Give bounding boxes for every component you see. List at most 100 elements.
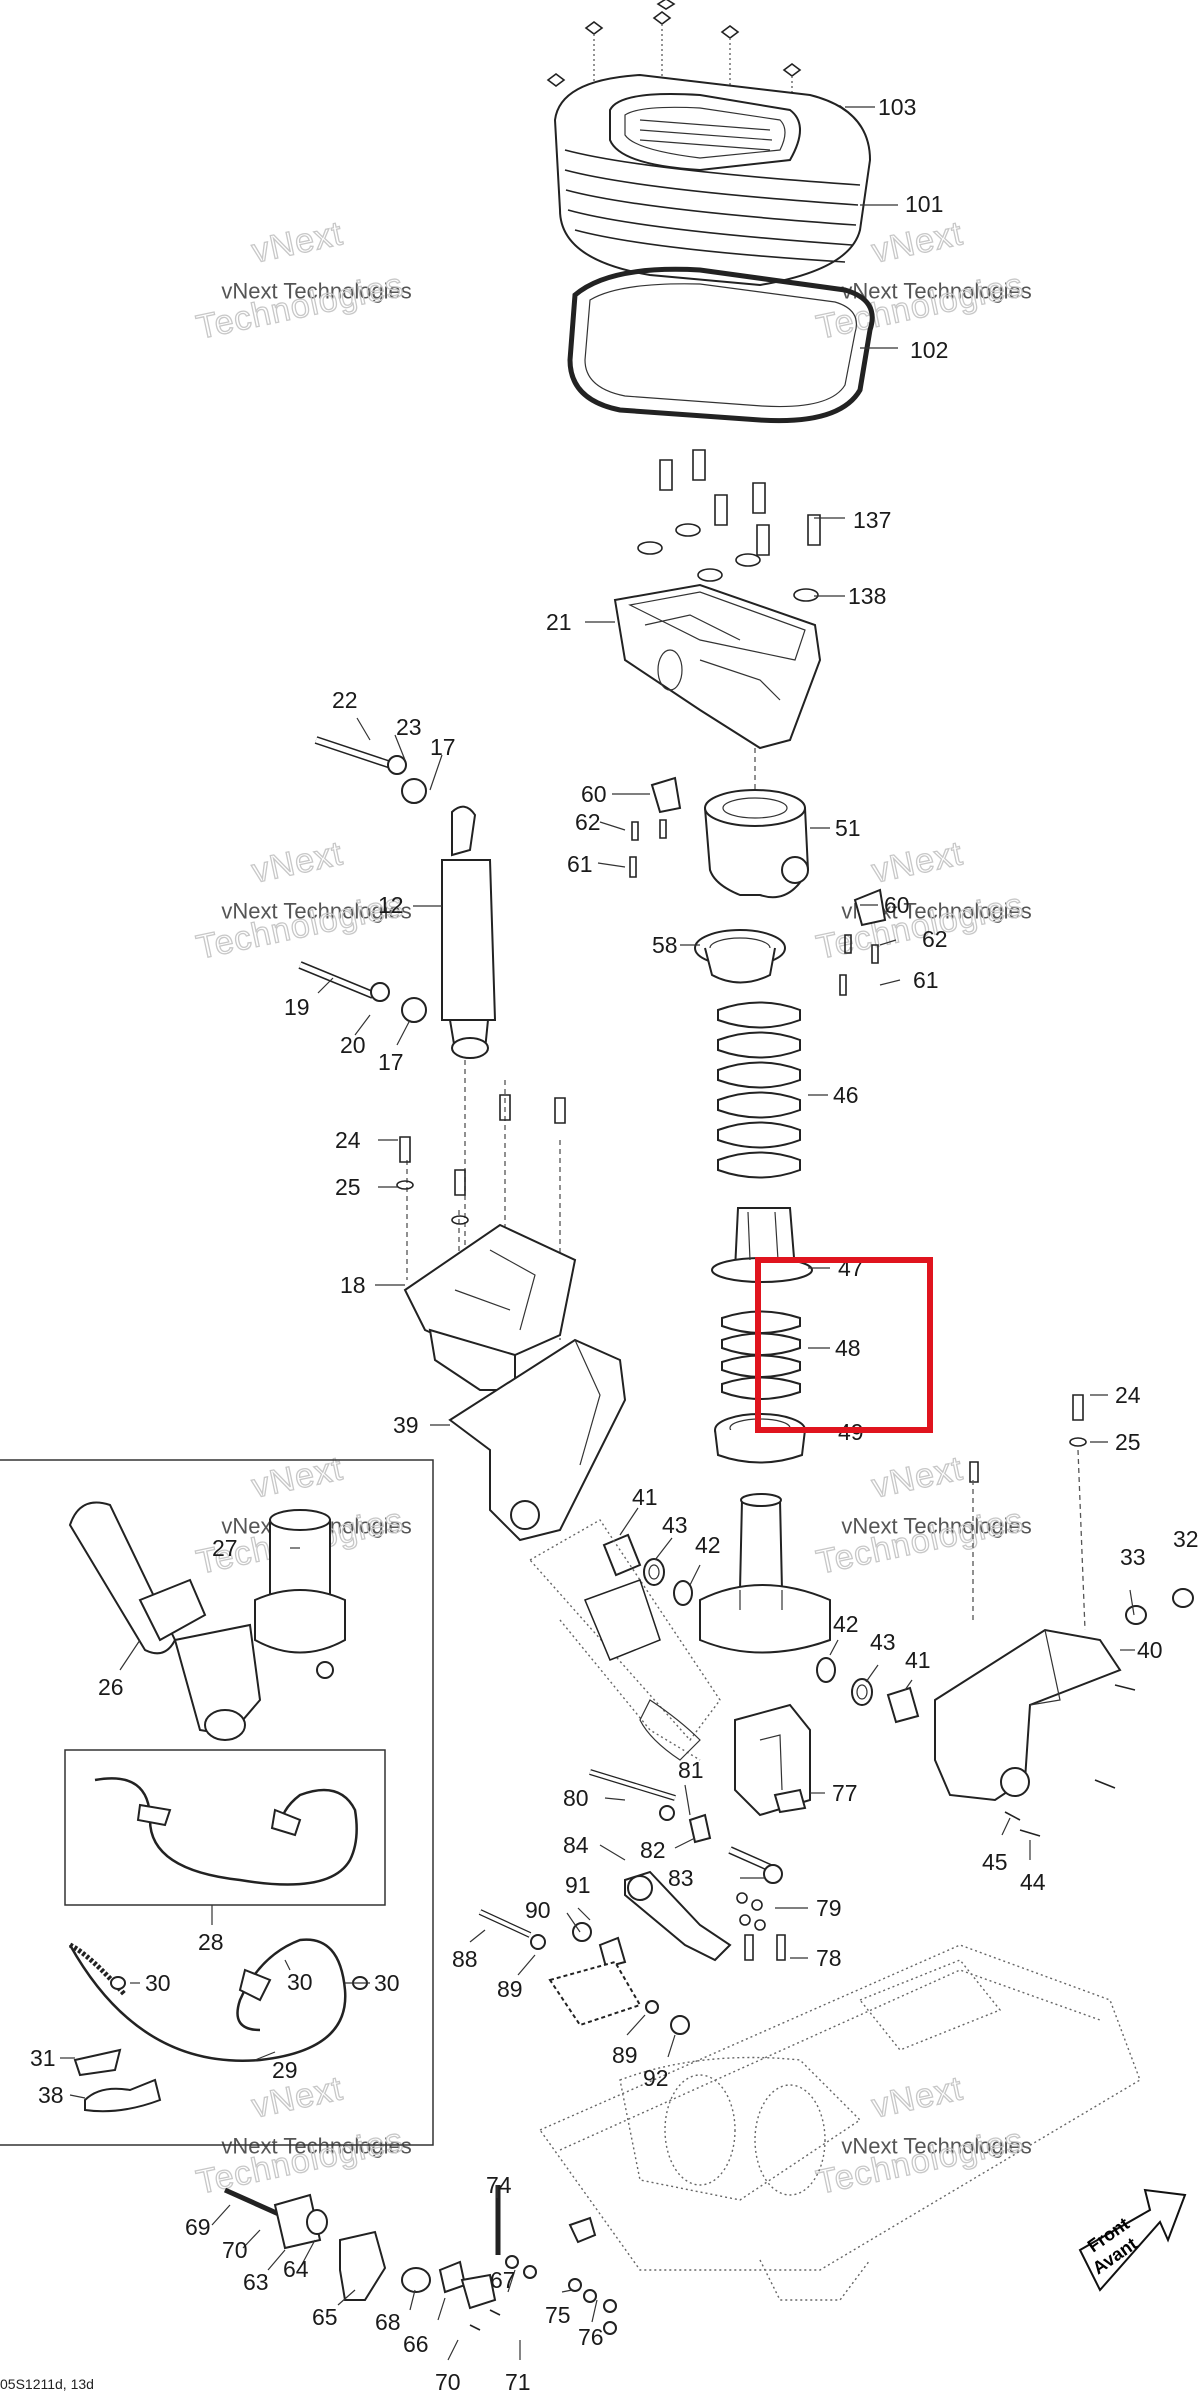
svg-text:vNext: vNext	[248, 214, 346, 270]
cable-28	[94, 1777, 358, 1886]
callout-29: 29	[272, 2057, 298, 2083]
callout-103: 103	[878, 94, 916, 120]
svg-text:vNext Technologies: vNext Technologies	[841, 279, 1031, 304]
callout-18: 18	[340, 1272, 366, 1298]
callout-25-b: 25	[1115, 1429, 1141, 1455]
callout-82: 82	[640, 1837, 666, 1863]
figure-code: 05S1211d, 13d	[0, 2376, 94, 2392]
callout-33: 33	[1120, 1544, 1146, 1570]
callout-40: 40	[1137, 1637, 1163, 1663]
callout-69: 69	[185, 2214, 211, 2240]
arm-assembly	[528, 1519, 721, 1761]
callout-38: 38	[38, 2082, 64, 2108]
mount-21	[613, 583, 822, 750]
callout-61: 61	[567, 851, 593, 877]
callout-42: 42	[695, 1532, 721, 1558]
cable-29	[68, 1938, 347, 2062]
callout-70: 70	[222, 2237, 248, 2263]
cap-51	[703, 789, 810, 899]
callout-74: 74	[486, 2172, 512, 2198]
bracket-18	[403, 1223, 577, 1391]
callout-75: 75	[545, 2302, 571, 2328]
callout-83: 83	[668, 1865, 694, 1891]
svg-text:vNext: vNext	[868, 834, 966, 890]
callout-39: 39	[393, 1412, 419, 1438]
small-bolts-left	[396, 1094, 566, 1225]
callout-101: 101	[905, 191, 943, 217]
callout-70-b: 70	[435, 2369, 461, 2393]
guide-lines-right	[972, 1449, 1086, 1631]
watermark: vNext vNext Technologies Technologies	[192, 2069, 411, 2203]
svg-text:vNext Technologies: vNext Technologies	[841, 2134, 1031, 2159]
callout-43-b: 43	[870, 1629, 896, 1655]
callout-45: 45	[982, 1849, 1008, 1875]
block-77	[734, 1703, 811, 1817]
link-84	[624, 1870, 732, 1962]
callout-30-b: 30	[287, 1969, 313, 1995]
callout-66: 66	[403, 2331, 429, 2357]
watermark: vNext vNext Technologies Technologies	[812, 2069, 1031, 2203]
callout-81: 81	[678, 1757, 704, 1783]
callout-60: 60	[581, 781, 607, 807]
bracket-39	[448, 1338, 627, 1542]
callout-138: 138	[848, 583, 886, 609]
damper-body	[699, 1493, 831, 1654]
actuator-26	[68, 1501, 262, 1741]
callout-25: 25	[335, 1174, 361, 1200]
sleeve-47	[711, 1207, 813, 1283]
svg-text:vNext Technologies: vNext Technologies	[221, 899, 411, 924]
seat-58	[694, 929, 786, 984]
svg-text:vNext: vNext	[248, 1449, 346, 1505]
spring-46	[717, 1001, 801, 1179]
callout-32: 32	[1173, 1526, 1199, 1552]
watermark: vNext vNext Technologies Technologies	[192, 214, 411, 348]
bolt-88	[478, 1909, 690, 2035]
clips-60	[650, 776, 887, 927]
callout-23: 23	[396, 714, 422, 740]
callout-89-b: 89	[612, 2042, 638, 2068]
callout-80: 80	[563, 1785, 589, 1811]
svg-text:vNext: vNext	[868, 2069, 966, 2125]
callout-41: 41	[632, 1484, 658, 1510]
callout-19: 19	[284, 994, 310, 1020]
callout-102: 102	[910, 337, 948, 363]
callout-89: 89	[497, 1976, 523, 2002]
callout-27: 27	[212, 1535, 238, 1561]
mount-bolts	[637, 449, 821, 602]
callout-30-c: 30	[374, 1970, 400, 1996]
callout-51: 51	[835, 815, 861, 841]
inset-box	[0, 1459, 434, 2146]
callout-22: 22	[332, 687, 358, 713]
callout-61-b: 61	[913, 967, 939, 993]
callout-71: 71	[505, 2369, 531, 2393]
callout-84: 84	[563, 1832, 589, 1858]
callout-67: 67	[490, 2267, 516, 2293]
front-arrow-icon: Front Avant	[1078, 2188, 1187, 2292]
callout-24-b: 24	[1115, 1382, 1141, 1408]
callout-76: 76	[578, 2324, 604, 2350]
callout-26: 26	[98, 1674, 124, 1700]
svg-text:vNext Technologies: vNext Technologies	[221, 2134, 411, 2159]
callout-12: 12	[378, 892, 404, 918]
pin-83	[728, 1846, 783, 1884]
callout-90: 90	[525, 1897, 551, 1923]
callout-65: 65	[312, 2304, 338, 2330]
small-bolts-center	[736, 1892, 786, 1961]
motor-27	[254, 1509, 346, 1679]
callout-48: 48	[835, 1335, 861, 1361]
shock-12	[298, 736, 497, 1059]
watermark: vNext vNext Technologies Technologies	[812, 1449, 1031, 1583]
screws-61-62	[629, 819, 879, 996]
chassis-frame	[538, 1944, 1141, 2301]
callout-137: 137	[853, 507, 891, 533]
bushings-left	[602, 1533, 693, 1606]
callout-79: 79	[816, 1895, 842, 1921]
cover-101	[553, 73, 872, 287]
svg-text:vNext Technologies: vNext Technologies	[841, 1514, 1031, 1539]
callout-62: 62	[575, 809, 601, 835]
svg-text:vNext Technologies: vNext Technologies	[221, 279, 411, 304]
callout-91: 91	[565, 1872, 591, 1898]
callout-41-b: 41	[905, 1647, 931, 1673]
callout-31: 31	[30, 2045, 56, 2071]
